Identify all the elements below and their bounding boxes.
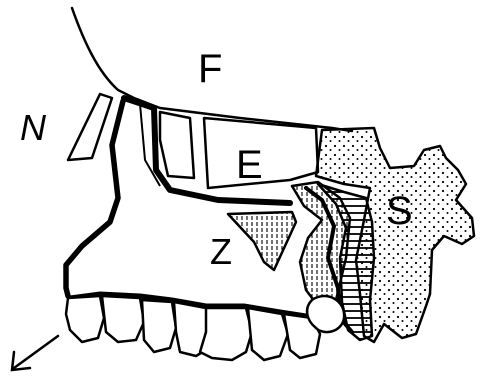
lacrimal-bone [160, 112, 194, 178]
label-sphenoid: S [386, 189, 413, 233]
tooth-canine [102, 296, 144, 342]
nasal-bone [68, 94, 112, 160]
direction-arrow [12, 336, 58, 370]
label-nasal: N [20, 107, 47, 148]
tooth-molar-1 [200, 308, 252, 360]
label-zygomatic: Z [210, 231, 232, 272]
zygomatic-process [228, 212, 296, 270]
tooth-molar-2 [248, 308, 288, 360]
teeth-row [66, 296, 320, 360]
label-ethmoid: E [236, 143, 263, 187]
tooth-premolar-1 [142, 300, 176, 352]
label-frontal: F [198, 47, 222, 91]
tooth-incisor [66, 296, 104, 342]
